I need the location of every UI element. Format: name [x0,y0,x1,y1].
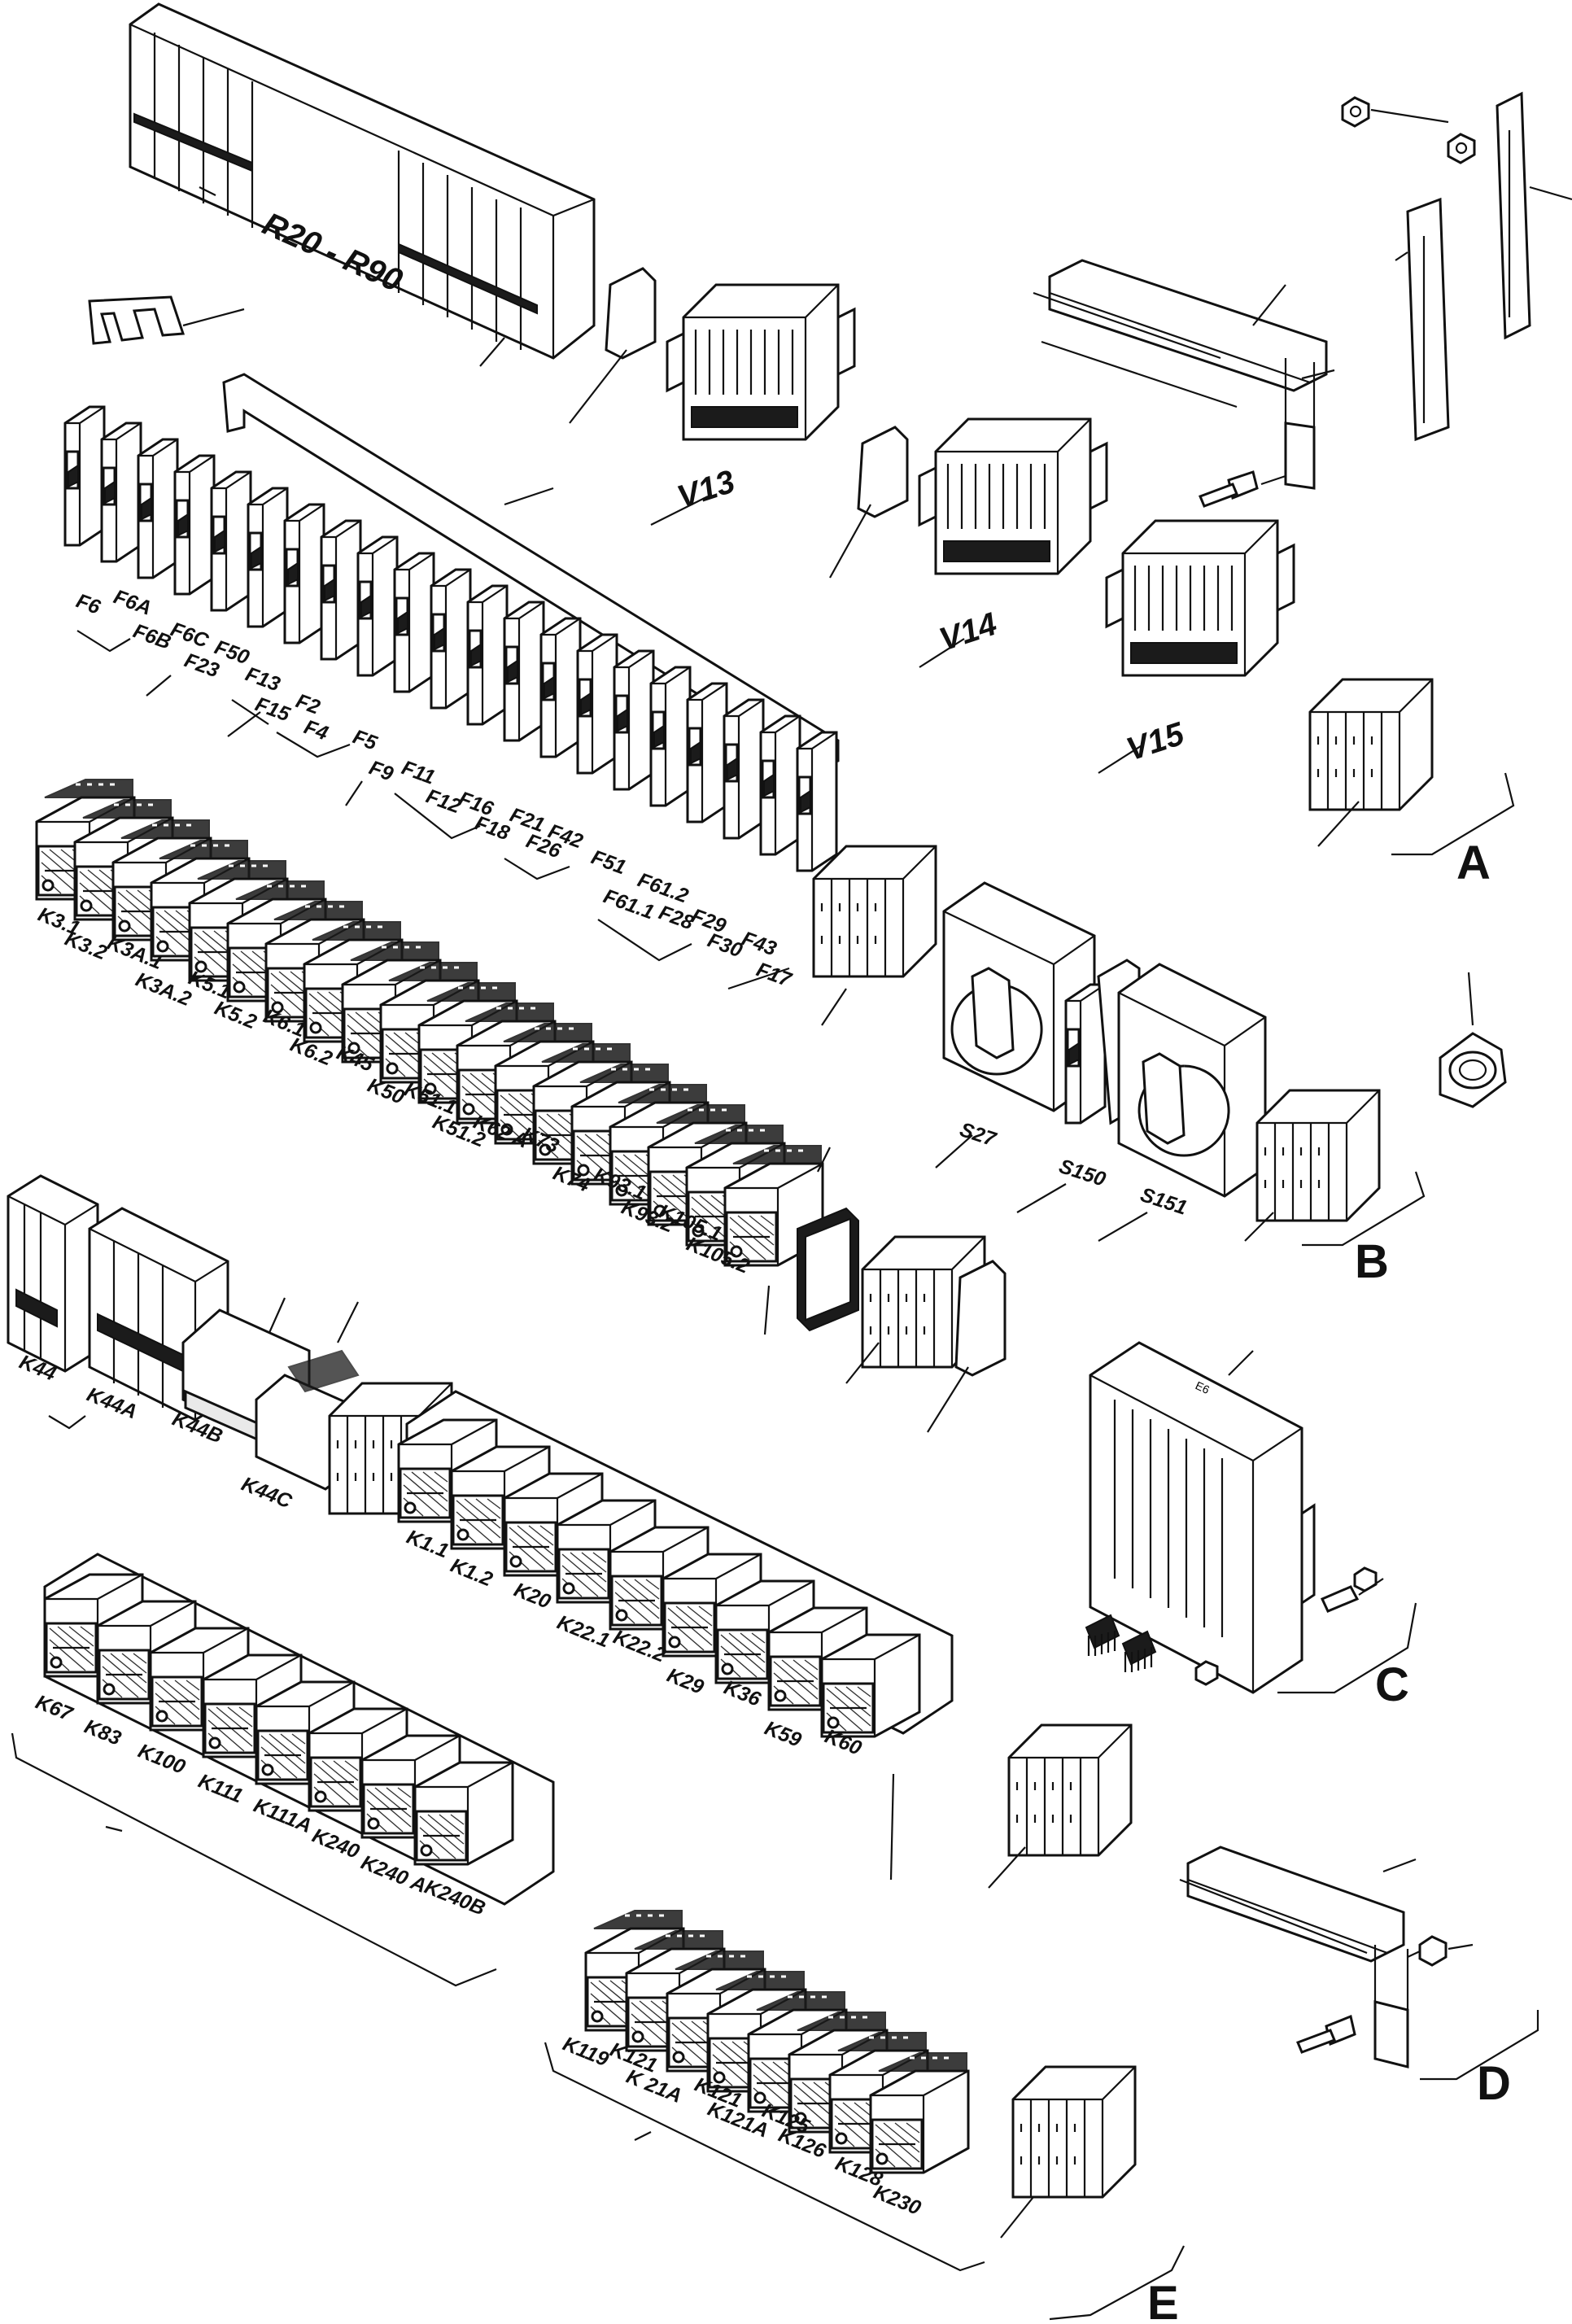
assembly-label-d: D [1477,2057,1511,2110]
cable-gland [1439,1032,1507,1108]
fuse-label-f6a: F6A [111,585,155,619]
fuse-label-f51: F51 [588,845,629,879]
relay-label-k83: K83 [81,1715,124,1750]
fuse-label-f9: F9 [366,756,396,785]
mounting-upright [1406,91,1531,442]
din-rail-lower [1186,1846,1409,2068]
relay-label-k111: K111 [195,1770,246,1808]
contactor-k44 [7,1174,99,1373]
v15-label: V15 [1122,715,1189,767]
relay-label-k119: K119 [560,2033,612,2072]
fuse-label-f11: F11 [399,756,438,788]
fuse-label-f4: F4 [301,715,331,745]
resistor-rail-module: R20 - R90 [129,2,596,360]
rotary-switch-s151: S151 [1117,963,1267,1220]
diode-board-v14: V14 [918,417,1108,658]
relay-label-k22-1: K22.1 [554,1611,613,1653]
fuse-label-f6c: F6C [168,618,212,653]
din-rail-upper [1048,259,1328,490]
fuse-label-f6b: F6B [130,619,174,653]
assembly-label-b: B [1355,1235,1389,1288]
contactor-label-k44c: K44C [238,1473,296,1514]
relay-label-k100: K100 [135,1740,189,1779]
mounting-bolt [1320,1585,1360,1613]
mounting-bolt [1199,470,1259,508]
assembly-label-e: E [1147,2277,1179,2324]
relay-row-1 [37,780,823,1265]
diode-board-v15: V15 [1105,519,1295,768]
terminal-block-mid [1007,1723,1133,1857]
relay-label-k67: K67 [33,1691,76,1727]
diode-board-v13: V13 [666,283,856,516]
assembly-label-c: C [1375,1658,1409,1711]
terminal-block-fuse-end [812,845,937,978]
v13-label: V13 [673,464,739,516]
fuse-label-f21: F21 [507,803,548,837]
control-unit-e6: E6 [1089,1341,1316,1694]
fuse-label-f13: F13 [242,662,283,696]
end-clamp [954,1260,1007,1377]
fuse-label-f43: F43 [739,927,779,960]
assembly-label-a: A [1456,837,1491,889]
relay-label-k1-1: K1.1 [404,1526,452,1563]
terminal-block-e [1011,2065,1137,2199]
relay-label-k3-2: K3.2 [62,928,111,965]
relay-label-k59: K59 [762,1717,805,1752]
hex-nut [1341,96,1476,164]
hex-nut [1418,1935,1448,1967]
relay-label-k22-2: K22.2 [610,1626,669,1667]
relay-label-k230: K230 [871,2181,924,2220]
jumper-bar-small [88,295,186,345]
fuse-label-f2: F2 [293,689,323,719]
control-unit-label: E6 [1194,1378,1212,1396]
terminal-block-b [1255,1089,1381,1222]
terminal-block-a [1308,678,1434,811]
mounting-bolt [1296,2014,1356,2054]
switch-label-s27: S27 [957,1118,999,1151]
fuse-label-f15: F15 [252,692,294,726]
rotary-switch-s27: S27 [942,881,1096,1151]
relay-label-k1-2: K1.2 [448,1554,496,1592]
connector-plug [1085,1614,1157,1672]
relay-label-k3a-2: K3A.2 [133,968,194,1011]
hex-nut [1194,1566,1378,1686]
fuse-label-f17: F17 [753,958,795,991]
fuse-label-f5: F5 [350,725,381,755]
relay-row-4 [586,1911,968,2173]
relay-label-k29: K29 [664,1664,707,1699]
fuse-label-f6: F6 [73,589,104,619]
relay-row-1-end-cap [797,1207,859,1332]
relay-label-k20: K20 [511,1579,554,1614]
end-clamp [605,267,657,360]
fuse-label-f18: F18 [472,811,513,845]
end-clamp [857,426,909,518]
